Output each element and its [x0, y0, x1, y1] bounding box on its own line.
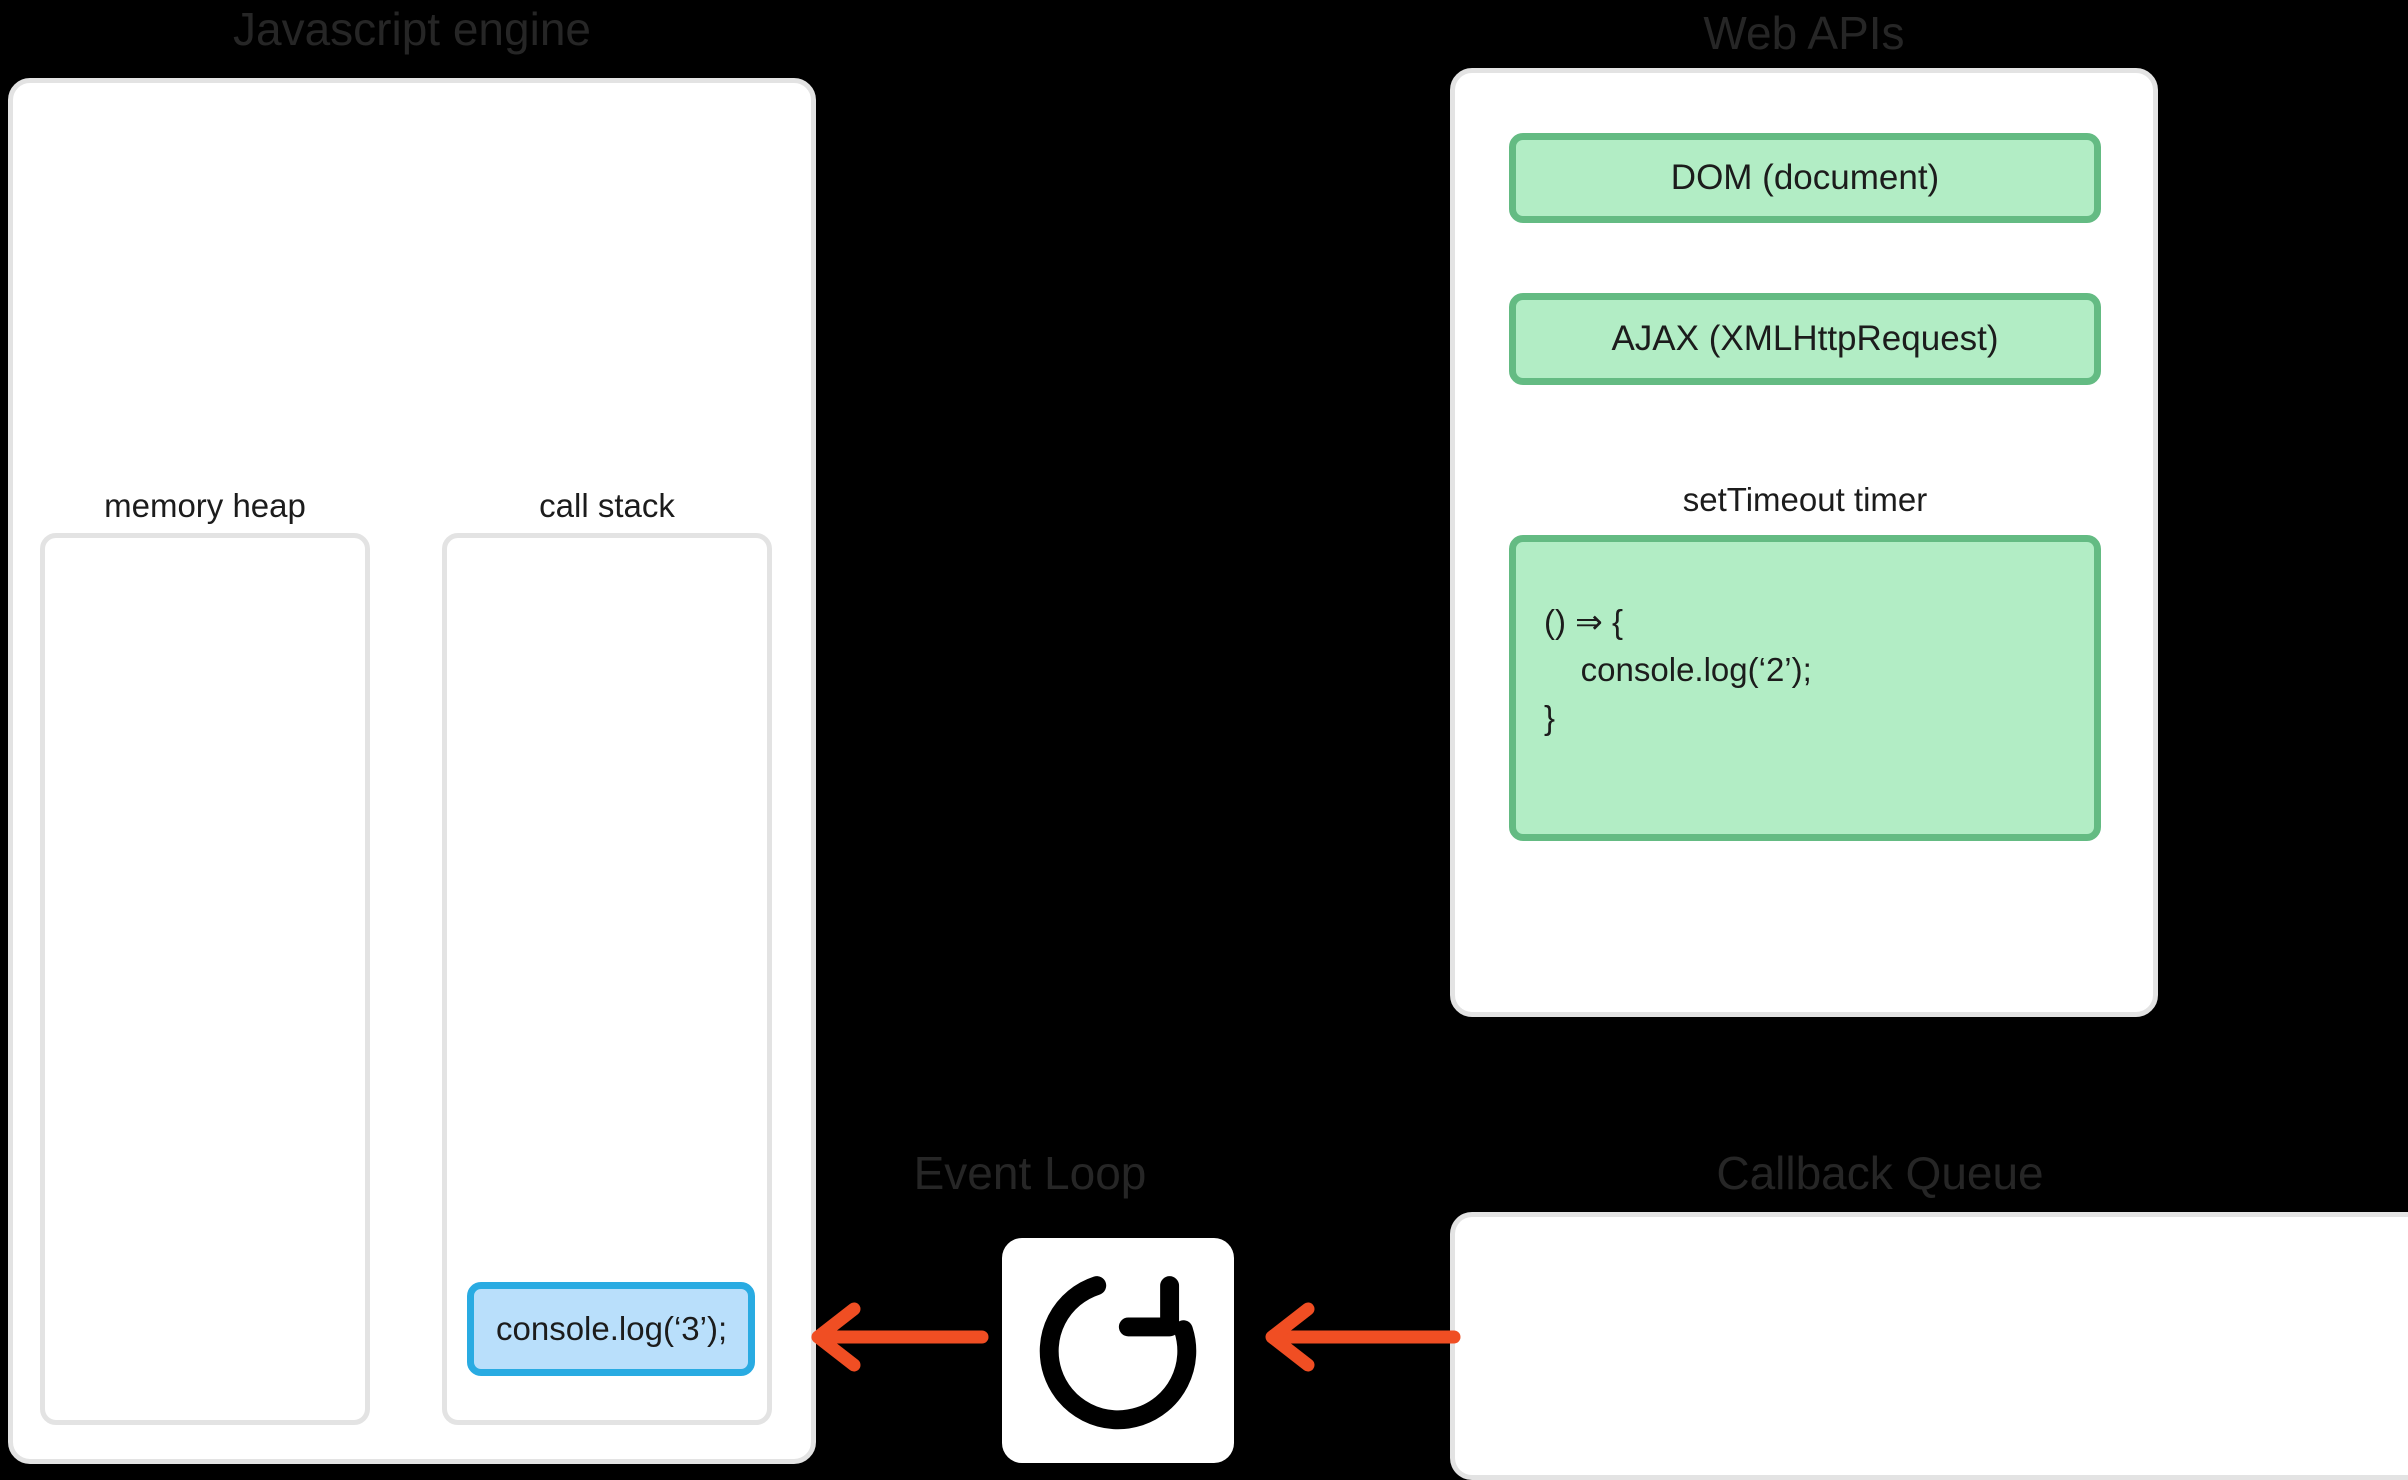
call-stack-frame[interactable]: console.log(‘3’);: [467, 1282, 755, 1376]
web-apis-title: Web APIs: [1703, 7, 1905, 59]
memory-heap-box: [40, 533, 370, 1425]
js-engine-title: Javascript engine: [233, 3, 591, 55]
event-loop-title: Event Loop: [913, 1147, 1147, 1199]
callback-queue-title: Callback Queue: [1716, 1147, 2044, 1199]
callback-queue-panel: [1450, 1212, 2408, 1480]
call-stack-label: call stack: [539, 487, 675, 524]
event-loop-box[interactable]: [1002, 1238, 1234, 1463]
memory-heap-label: memory heap: [104, 487, 306, 524]
call-stack-box: [442, 533, 772, 1425]
settimeout-timer-box[interactable]: () ⇒ { console.log(‘2’); }: [1509, 535, 2101, 841]
refresh-circular-arrow-icon: [1032, 1265, 1204, 1437]
web-api-box-ajax[interactable]: AJAX (XMLHttpRequest): [1509, 293, 2101, 385]
web-api-box-dom[interactable]: DOM (document): [1509, 133, 2101, 223]
settimeout-timer-label: setTimeout timer: [1682, 481, 1928, 518]
settimeout-callback-code: () ⇒ { console.log(‘2’); }: [1544, 603, 1812, 736]
